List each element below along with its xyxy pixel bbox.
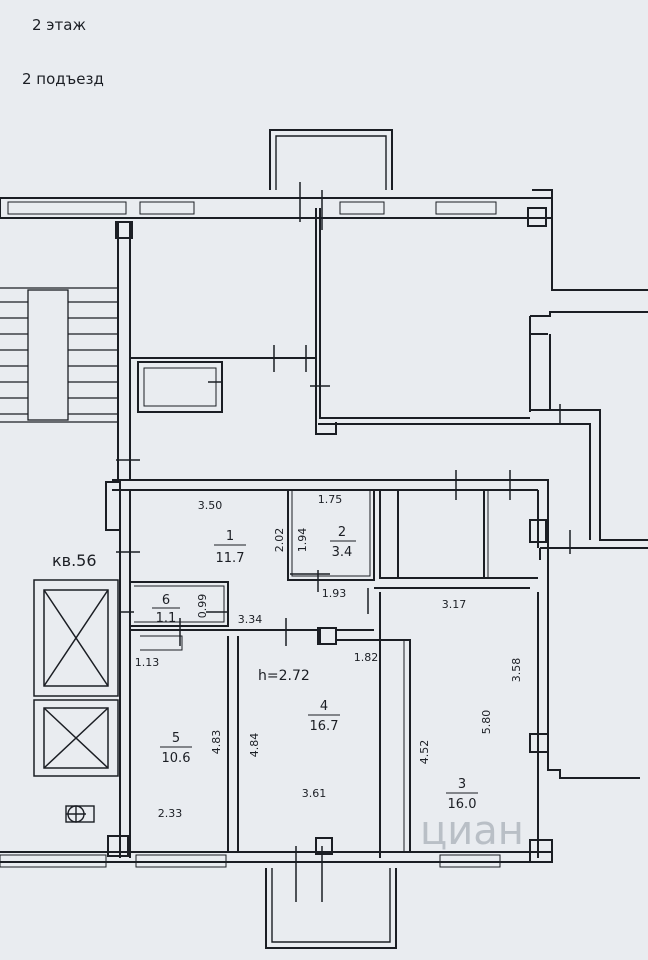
- door-marks: [116, 182, 571, 902]
- elevator-shafts: [33, 579, 119, 777]
- dim-room6-height: 0.99: [196, 594, 209, 619]
- room-number-6: 6: [162, 593, 170, 608]
- room-number-5: 5: [172, 731, 180, 746]
- entrance-label: 2 подъезд: [22, 70, 104, 88]
- ceiling-height: h=2.72: [258, 668, 310, 684]
- dim-room2-width: 1.75: [318, 493, 343, 506]
- top-outer-wall: [0, 197, 553, 219]
- dim-room4-left: 4.84: [248, 733, 261, 758]
- room-number-1: 1: [226, 529, 234, 544]
- dim-room3-width: 3.17: [442, 598, 467, 611]
- apartment-label: кв.56: [52, 551, 97, 570]
- room-area-6: 1.1: [156, 611, 177, 626]
- dim-room3-right: 3.58: [510, 658, 523, 683]
- dim-corridor: 3.34: [238, 613, 263, 626]
- dim-room1-height: 2.02: [273, 528, 286, 553]
- room-number-3: 3: [458, 777, 466, 792]
- floor-label: 2 этаж: [32, 16, 86, 34]
- dim-room2-height: 1.94: [296, 528, 309, 553]
- room-number-2: 2: [338, 525, 346, 540]
- stairs: [0, 287, 118, 423]
- dim-room2-bottom: 1.93: [322, 587, 347, 600]
- dim-room4-width: 3.61: [302, 787, 327, 800]
- room-area-1: 11.7: [216, 551, 245, 566]
- room-area-3: 16.0: [448, 797, 477, 812]
- room-area-2: 3.4: [332, 545, 353, 560]
- dim-room3-height: 5.80: [480, 710, 493, 735]
- dim-room1-width: 3.50: [198, 499, 223, 512]
- dim-room5-width: 2.33: [158, 807, 183, 820]
- room-area-4: 16.7: [310, 719, 339, 734]
- watermark: циан: [420, 808, 524, 854]
- dim-room4-top: 1.82: [354, 651, 379, 664]
- top-balcony: [269, 129, 393, 190]
- dim-room5-top: 1.13: [135, 656, 160, 669]
- room-area-5: 10.6: [162, 751, 191, 766]
- walls: [0, 129, 648, 949]
- dim-room5-height: 4.83: [210, 730, 223, 755]
- dim-room4-right: 4.52: [418, 740, 431, 765]
- room-number-4: 4: [320, 699, 328, 714]
- distribution-symbol: [65, 805, 95, 823]
